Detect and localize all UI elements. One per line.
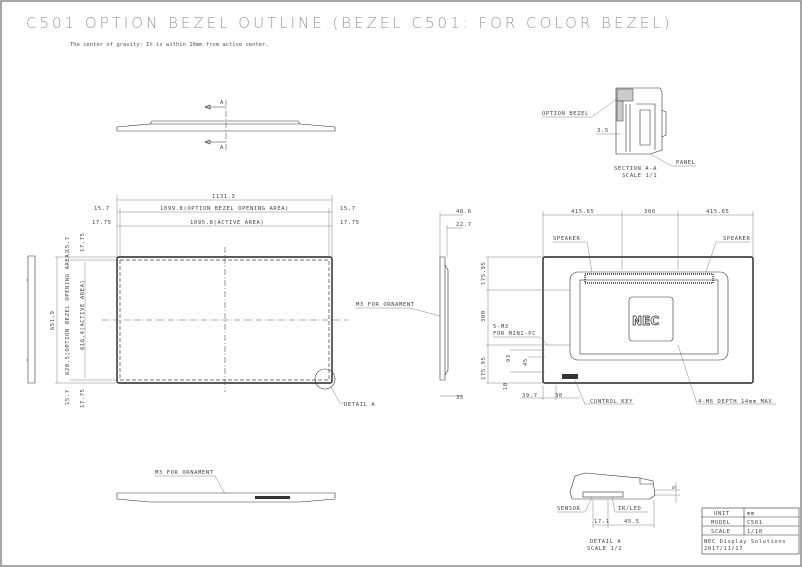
depth-48-6: 48.6: [456, 209, 472, 215]
drawing-title: C501 OPTION BEZEL OUTLINE (BEZEL C501: F…: [26, 14, 672, 32]
detail-a-label: DETAIL A: [344, 402, 375, 408]
right-17-75: 17.75: [340, 220, 360, 226]
scale-label: SCALE: [711, 529, 731, 535]
right-15-7: 15.7: [340, 206, 356, 212]
mini-pc-label-1: 5-M3: [493, 324, 509, 330]
top-17-75: 17.75: [80, 232, 86, 252]
drawing-date: 2017/11/17: [704, 546, 743, 552]
option-bezel-label: OPTION BEZEL: [542, 111, 589, 117]
speaker-right-label: SPEAKER: [723, 236, 750, 242]
irled-label: IR/LED: [618, 506, 641, 512]
speaker-left-label: SPEAKER: [553, 236, 580, 242]
mini-pc-label-2: FOR MINI-PC: [493, 331, 536, 337]
dim-3-5: 3.5: [597, 128, 609, 134]
section-arrow-label-bottom: A: [220, 145, 224, 151]
rear-dim-right: 415.65: [706, 209, 729, 215]
m3-ornament-label: M3 FOR ORNAMENT: [356, 302, 415, 308]
rear-v-45: 45: [523, 358, 529, 366]
rear-v-93: 93: [506, 354, 512, 362]
nec-logo: NEC: [632, 314, 659, 328]
bottom-17-75: 17.75: [80, 388, 86, 408]
panel-label: PANEL: [676, 160, 696, 166]
control-key: [562, 374, 578, 379]
rear-v-10: 10: [503, 382, 509, 390]
rear-v-top: 175.95: [481, 262, 487, 285]
top-view: A A: [116, 100, 336, 152]
bottom-view: M3 FOR ORNAMENT: [116, 470, 336, 503]
overall-height: 651.9: [50, 310, 56, 330]
model-label: MODEL: [711, 520, 731, 526]
section-caption: SECTION A-A: [614, 166, 657, 172]
rear-v-bottom: 175.95: [481, 357, 487, 380]
scale-value: 1/10: [747, 529, 763, 535]
detail-a: SENSOR IR/LED 17.1 45.5 5 DETAIL A SCALE…: [557, 472, 680, 552]
bottom-15-7: 15.7: [65, 389, 71, 405]
dim-5: 5: [672, 485, 678, 489]
title-block: UNIT mm MODEL C501 SCALE 1/10 NEC Displa…: [701, 507, 800, 555]
dim-45-5: 45.5: [624, 519, 640, 525]
section-a-a: OPTION BEZEL 3.5 PANEL SECTION A-A SCALE…: [542, 87, 696, 179]
m6-label: 4-M6 DEPTH 14mm MAX: [698, 399, 772, 405]
left-side-view: [26, 255, 36, 384]
top-15-7: 15.7: [65, 236, 71, 252]
left-17-75: 17.75: [92, 220, 112, 226]
detail-scale: SCALE 1/2: [587, 546, 622, 552]
section-scale: SCALE 1/1: [622, 173, 657, 179]
right-side-view: 48.6 22.7 35: [439, 209, 472, 401]
section-arrow-label-top: A: [220, 100, 224, 106]
rear-v-mid: 300: [481, 310, 487, 322]
depth-22-7: 22.7: [456, 222, 472, 228]
active-height: 616.4(ACTIVE AREA): [80, 280, 86, 350]
opening-height: 620.5(OPTION BEZEL OPENING AREA): [65, 250, 71, 375]
rear-view: NEC 415.65 300 415.65 SPEAKER SPEAKER 17…: [481, 209, 776, 405]
rear-dim-left: 415.65: [571, 209, 594, 215]
unit-label: UNIT: [714, 511, 730, 517]
front-view: DETAIL A 1131.3 1099.8(OPTION BEZEL OPEN…: [50, 194, 441, 408]
rear-h-30: 30: [555, 393, 563, 399]
unit-value: mm: [747, 511, 755, 517]
active-width: 1095.8(ACTIVE AREA): [190, 220, 264, 226]
sensor-label: SENSOR: [557, 506, 581, 512]
model-value: C501: [747, 520, 763, 526]
overall-width: 1131.3: [212, 194, 235, 200]
rear-dim-center: 300: [644, 209, 656, 215]
opening-width: 1099.8(OPTION BEZEL OPENING AREA): [160, 206, 289, 212]
depth-35: 35: [456, 395, 464, 401]
detail-caption: DETAIL A: [590, 539, 621, 545]
left-15-7: 15.7: [94, 206, 110, 212]
rear-h-39-7: 39.7: [522, 393, 538, 399]
dim-17-1: 17.1: [594, 519, 610, 525]
control-key-label: CONTROL KEY: [590, 399, 633, 405]
company-name: NEC Display Solutions: [704, 539, 786, 545]
bottom-m3-label: M3 FOR ORNAMENT: [155, 470, 214, 476]
drawing-subtitle: The center of gravity: It is within 10mm…: [70, 42, 269, 48]
